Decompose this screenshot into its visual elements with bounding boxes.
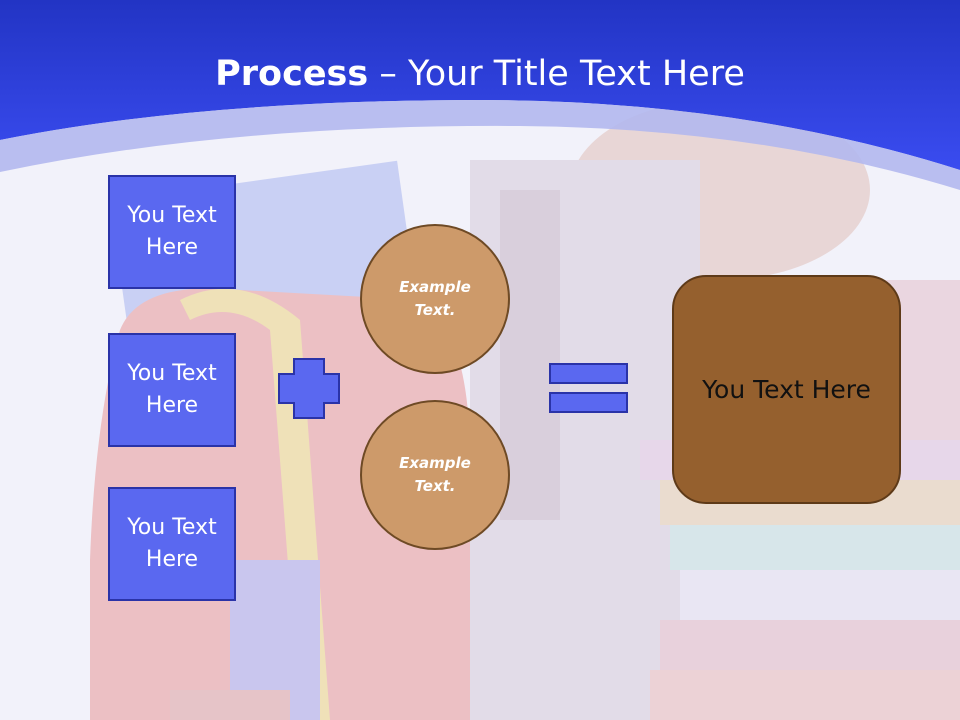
circle-1: Example Text. (360, 224, 510, 374)
circle-2: Example Text. (360, 400, 510, 550)
title-bold: Process (215, 54, 369, 94)
equals-icon (549, 392, 628, 413)
circle-label: Example Text. (399, 278, 471, 319)
left-box-3: You Text Here (108, 487, 236, 601)
result-label: You Text Here (702, 374, 871, 404)
circle-label: Example Text. (399, 454, 471, 495)
title-rest: – Your Title Text Here (368, 54, 745, 94)
header-band (0, 0, 960, 170)
equals-icon-top (549, 363, 628, 384)
left-box-label: You Text Here (127, 361, 217, 418)
left-box-1: You Text Here (108, 175, 236, 289)
left-box-label: You Text Here (127, 515, 217, 572)
plus-icon (278, 358, 340, 419)
left-box-2: You Text Here (108, 333, 236, 447)
left-box-label: You Text Here (127, 203, 217, 260)
result-box: You Text Here (672, 275, 901, 504)
slide-title: Process – Your Title Text Here (0, 52, 960, 96)
header-swoosh (0, 100, 960, 190)
